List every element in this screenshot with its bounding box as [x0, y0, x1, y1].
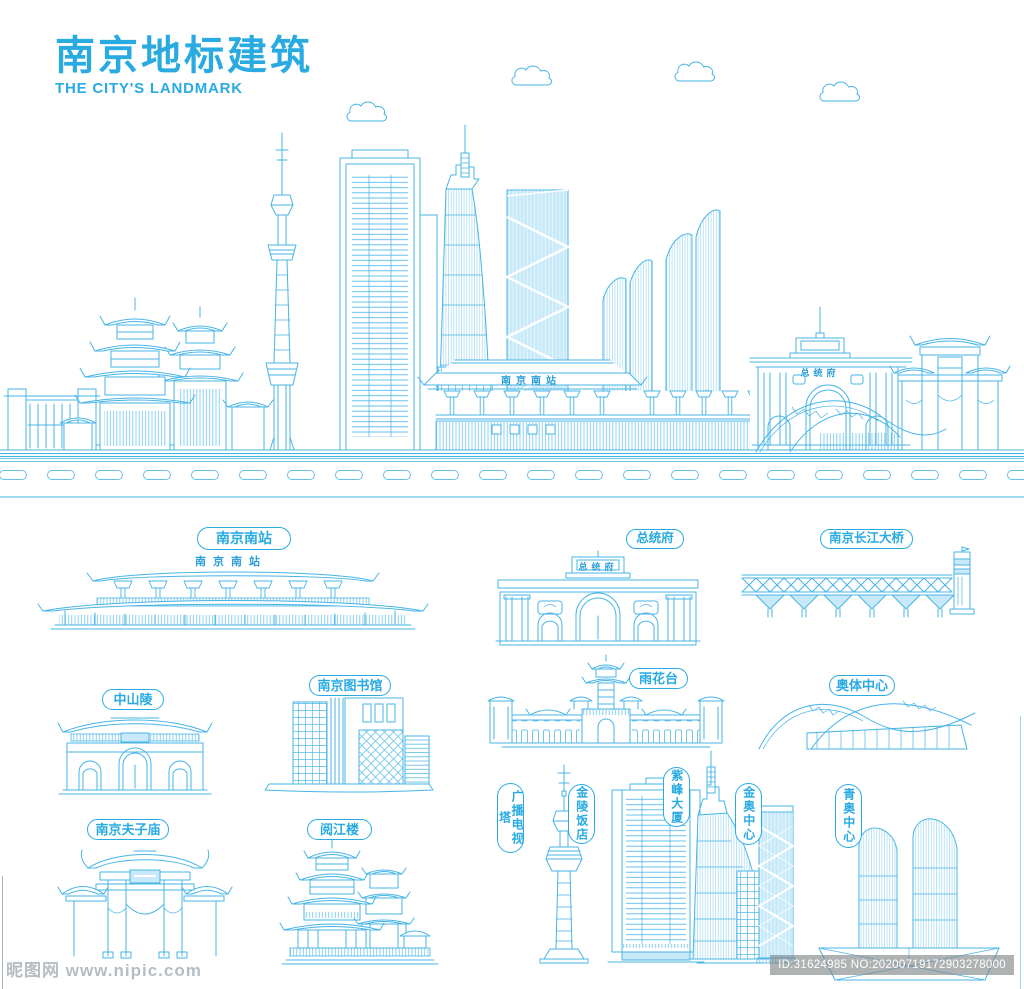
olympic-center-illustration: [758, 700, 976, 750]
canvas-edge-line-right: [1020, 716, 1021, 989]
landmark-label-nanjing-south-station: 南京南站: [197, 527, 291, 550]
landmark-label-yuejiang-tower: 阅江楼: [307, 819, 372, 840]
watermark-site: 昵图网 www.nipic.com: [6, 961, 202, 980]
page-title: 南京地标建筑: [55, 34, 313, 78]
landmark-label-yuhuatai: 雨花台: [629, 668, 688, 689]
skyline-illustration: 南京南站 总统府: [0, 61, 1024, 498]
nanjing-library-illustration: [264, 697, 434, 793]
skyline-paifang: [889, 335, 1011, 451]
skyline-station-sign: 南京南站: [501, 374, 561, 387]
yangtze-bridge-illustration: [741, 546, 975, 618]
zhongshan-mausoleum-illustration: [57, 717, 213, 795]
skyline-presidential-palace: 总统府: [749, 306, 913, 451]
landmark-label-zhongshan-mausoleum: 中山陵: [102, 689, 164, 710]
ground-lines: [0, 449, 1024, 457]
canvas-edge-line-left: [2, 876, 3, 989]
palace-building-sign: 总统府: [578, 561, 617, 573]
title-block: 南京地标建筑 THE CITY'S LANDMARK: [55, 34, 313, 97]
skyline-stadium-arcs: [755, 400, 947, 453]
skyline-striped-tower: [339, 149, 421, 451]
radio-tv-tower-illustration: [539, 764, 589, 964]
jinao-center-illustration: [756, 805, 796, 964]
page-subtitle: THE CITY'S LANDMARK: [55, 80, 243, 97]
skyline-station: 南京南站: [417, 359, 771, 451]
station-building-sign: 南京南站: [195, 554, 267, 568]
landmark-label-zifeng-tower: 紫峰大厦: [663, 767, 690, 827]
zifeng-tower-illustration: [690, 750, 770, 964]
yuhuatai-illustration: [487, 654, 725, 748]
landmark-label-qingao-center: 青奥中心: [835, 784, 862, 848]
road: [0, 458, 1024, 498]
landmark-label-confucius-temple: 南京夫子庙: [87, 819, 169, 840]
jinling-hotel-illustration: [607, 777, 705, 963]
skyline-pagoda-complex: [59, 297, 274, 451]
nanjing-south-station-illustration: 南京南站: [37, 554, 429, 630]
qingao-center-illustration: [818, 818, 1000, 981]
skyline-palace-sign: 总统府: [800, 367, 839, 379]
clouds: [346, 61, 860, 122]
confucius-temple-illustration: [57, 849, 233, 959]
landmark-label-yangtze-river-bridge: 南京长江大桥: [820, 529, 913, 549]
yuejiang-tower-illustration: [279, 839, 439, 965]
landmark-label-jinling-hotel: 金陵饭店: [568, 784, 595, 844]
landmark-label-nanjing-library: 南京图书馆: [309, 675, 391, 696]
landmark-label-olympic-sports-center: 奥体中心: [829, 675, 895, 696]
landmark-label-jinao-center: 金奥中心: [735, 783, 762, 845]
landmark-label-presidential-palace: 总统府: [626, 529, 684, 549]
presidential-palace-illustration: 总统府: [495, 550, 701, 646]
watermark-id: ID:31624985 NO:20200719172903278000: [770, 955, 1014, 975]
skyline-tv-tower: [265, 132, 299, 451]
landmark-label-radio-tv-tower: 广播电视塔: [497, 783, 524, 853]
